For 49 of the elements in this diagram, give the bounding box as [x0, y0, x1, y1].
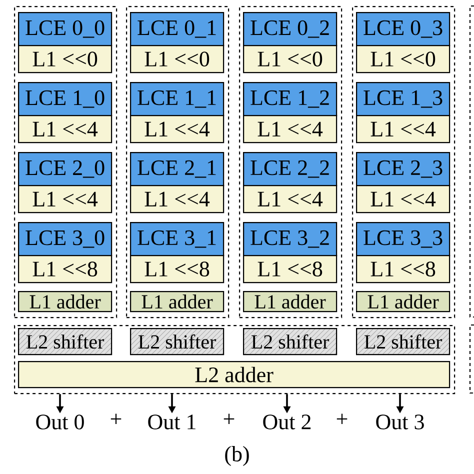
hatched-shifter-box: L2 shifter [243, 328, 338, 356]
hatched-shifter-box: L2 shifter [356, 328, 450, 356]
output-label: Out 0 [36, 414, 84, 430]
shifter-box: L1 <<4 [243, 185, 338, 214]
shifter-box: L1 <<4 [243, 115, 338, 144]
shifter-box: L1 <<0 [243, 45, 338, 74]
caption: (b) [225, 446, 249, 466]
adder-box: L1 adder [243, 291, 338, 312]
adder-box: L1 adder [130, 291, 224, 312]
shifter-box: L1 <<8 [18, 255, 112, 284]
shifter-box: L1 <<4 [18, 185, 112, 214]
compute-element-box: LCE 3_2 [243, 222, 338, 256]
hatched-shifter-box: L2 shifter [18, 328, 112, 356]
shifter-box: L1 <<4 [356, 185, 450, 214]
compute-element-box: LCE 3_1 [130, 222, 224, 256]
shifter-box: L1 <<4 [18, 115, 112, 144]
output-label: Out 2 [263, 414, 311, 430]
shifter-box: L1 <<8 [243, 255, 338, 284]
output-label: Out 3 [376, 414, 424, 430]
adder-box: L1 adder [18, 291, 112, 312]
plus-sign: + [336, 414, 348, 424]
compute-element-box: LCE 0_0 [18, 12, 112, 46]
compute-element-box: LCE 2_2 [243, 152, 338, 186]
hatched-shifter-box: L2 shifter [130, 328, 224, 356]
compute-element-box: LCE 2_0 [18, 152, 112, 186]
compute-element-box: LCE 0_1 [130, 12, 224, 46]
shifter-box: L1 <<4 [356, 115, 450, 144]
compute-element-box: LCE 2_3 [356, 152, 450, 186]
adder-box: L2 adder [18, 361, 450, 388]
compute-element-box: LCE 1_3 [356, 82, 450, 116]
shifter-box: L1 <<0 [356, 45, 450, 74]
shifter-box: L1 <<8 [356, 255, 450, 284]
shifter-box: L1 <<4 [130, 115, 224, 144]
compute-element-box: LCE 3_0 [18, 222, 112, 256]
compute-element-box: LCE 0_3 [356, 12, 450, 46]
compute-element-box: LCE 0_2 [243, 12, 338, 46]
adder-box: L1 adder [356, 291, 450, 312]
compute-element-box: LCE 1_0 [18, 82, 112, 116]
plus-sign: + [224, 414, 234, 424]
output-label: Out 1 [148, 414, 196, 430]
compute-element-box: LCE 1_2 [243, 82, 338, 116]
compute-element-box: LCE 1_1 [130, 82, 224, 116]
compute-element-box: LCE 2_1 [130, 152, 224, 186]
compute-element-box: LCE 3_3 [356, 222, 450, 256]
shifter-box: L1 <<0 [18, 45, 112, 74]
shifter-box: L1 <<0 [130, 45, 224, 74]
shifter-box: L1 <<4 [130, 185, 224, 214]
plus-sign: + [110, 414, 122, 424]
shifter-box: L1 <<8 [130, 255, 224, 284]
